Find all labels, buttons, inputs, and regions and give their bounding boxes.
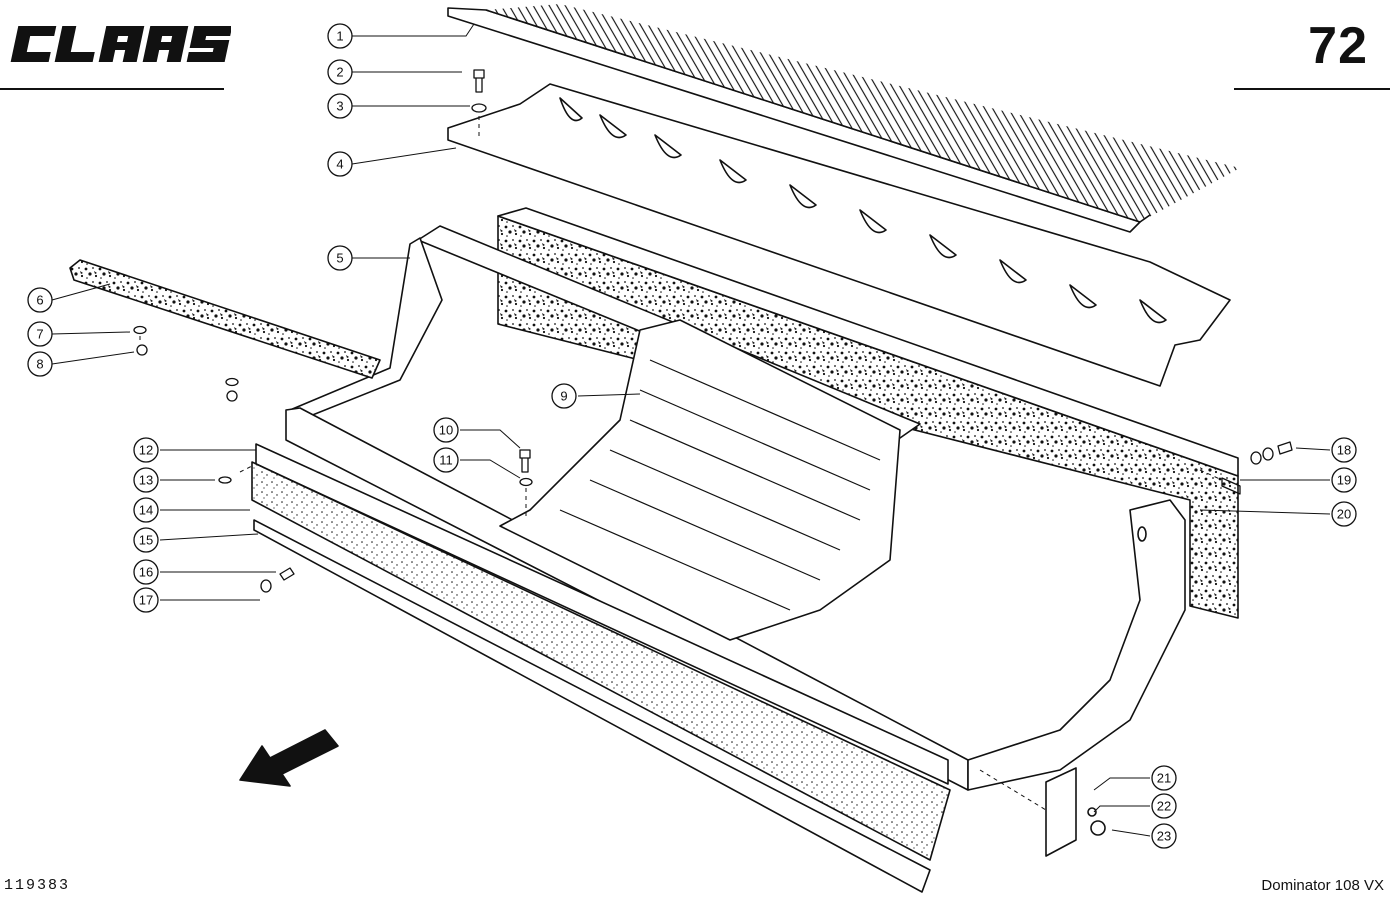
callout-label: 11 bbox=[439, 453, 453, 468]
callout-circle bbox=[327, 93, 353, 119]
callout-1: 1 bbox=[327, 23, 353, 49]
callout-5: 5 bbox=[327, 245, 353, 271]
callout-circle bbox=[133, 559, 159, 585]
callout-label: 4 bbox=[336, 157, 343, 172]
callout-circle bbox=[133, 527, 159, 553]
callout-20: 20 bbox=[1331, 501, 1357, 527]
document-number: 119383 bbox=[4, 877, 71, 894]
callout-label: 16 bbox=[139, 565, 153, 580]
callout-6: 6 bbox=[27, 287, 53, 313]
callout-22: 22 bbox=[1151, 793, 1177, 819]
part-side-wall bbox=[967, 499, 1186, 791]
part-bracket bbox=[1045, 767, 1106, 857]
callout-2: 2 bbox=[327, 59, 353, 85]
callout-circle bbox=[27, 321, 53, 347]
part-lower-strips bbox=[251, 443, 951, 893]
callout-11: 11 bbox=[433, 447, 459, 473]
callout-circle bbox=[1331, 501, 1357, 527]
callout-9: 9 bbox=[551, 383, 577, 409]
callout-19: 19 bbox=[1331, 467, 1357, 493]
callout-circle bbox=[27, 351, 53, 377]
callout-label: 21 bbox=[1157, 771, 1171, 786]
callout-circle bbox=[1331, 437, 1357, 463]
callout-circle bbox=[133, 587, 159, 613]
callout-label: 6 bbox=[36, 293, 43, 308]
callout-7: 7 bbox=[27, 321, 53, 347]
callout-4: 4 bbox=[327, 151, 353, 177]
direction-arrow bbox=[239, 729, 339, 787]
callout-label: 7 bbox=[36, 327, 43, 342]
callout-label: 19 bbox=[1337, 473, 1351, 488]
callout-label: 9 bbox=[560, 389, 567, 404]
callout-label: 14 bbox=[139, 503, 153, 518]
model-name: Dominator 108 VX bbox=[1261, 877, 1384, 894]
callout-label: 23 bbox=[1157, 829, 1171, 844]
callout-circle bbox=[327, 245, 353, 271]
claas-logo-graphic bbox=[10, 26, 231, 62]
header-rule bbox=[1234, 88, 1390, 90]
callout-label: 13 bbox=[139, 473, 153, 488]
callout-21: 21 bbox=[1151, 765, 1177, 791]
callout-label: 22 bbox=[1157, 799, 1171, 814]
callout-17: 17 bbox=[133, 587, 159, 613]
callout-circle bbox=[433, 417, 459, 443]
callout-circle bbox=[433, 447, 459, 473]
callout-18: 18 bbox=[1331, 437, 1357, 463]
page-number: 72 bbox=[1308, 17, 1368, 75]
callout-label: 15 bbox=[139, 533, 153, 548]
callout-circle bbox=[27, 287, 53, 313]
callout-14: 14 bbox=[133, 497, 159, 523]
callout-circle bbox=[133, 497, 159, 523]
fasteners bbox=[133, 69, 1293, 593]
callout-label: 20 bbox=[1337, 507, 1351, 522]
callout-circle bbox=[327, 151, 353, 177]
callout-3: 3 bbox=[327, 93, 353, 119]
callout-circle bbox=[327, 23, 353, 49]
callout-23: 23 bbox=[1151, 823, 1177, 849]
callout-label: 5 bbox=[336, 251, 343, 266]
callout-circle bbox=[133, 467, 159, 493]
part-slotted-plate bbox=[447, 83, 1231, 387]
callout-12: 12 bbox=[133, 437, 159, 463]
part-rasp-bar bbox=[69, 259, 381, 379]
callout-16: 16 bbox=[133, 559, 159, 585]
callout-label: 17 bbox=[139, 593, 153, 608]
callout-label: 2 bbox=[336, 65, 343, 80]
header-rule bbox=[0, 88, 224, 90]
part-concave-grate bbox=[499, 319, 901, 641]
callout-label: 8 bbox=[36, 357, 43, 372]
callout-label: 12 bbox=[139, 443, 153, 458]
callout-circle bbox=[1331, 467, 1357, 493]
callout-13: 13 bbox=[133, 467, 159, 493]
callout-circle bbox=[133, 437, 159, 463]
callout-circle bbox=[1151, 793, 1177, 819]
callout-circle bbox=[327, 59, 353, 85]
part-comb-strip bbox=[447, 4, 1240, 233]
callout-circle bbox=[1151, 823, 1177, 849]
callout-10: 10 bbox=[433, 417, 459, 443]
callout-circle bbox=[1151, 765, 1177, 791]
callout-label: 10 bbox=[439, 423, 453, 438]
callout-label: 3 bbox=[336, 99, 343, 114]
callout-8: 8 bbox=[27, 351, 53, 377]
brand-logo bbox=[6, 18, 231, 70]
callout-label: 18 bbox=[1337, 443, 1351, 458]
callout-circle bbox=[551, 383, 577, 409]
callout-label: 1 bbox=[336, 29, 343, 44]
callout-15: 15 bbox=[133, 527, 159, 553]
